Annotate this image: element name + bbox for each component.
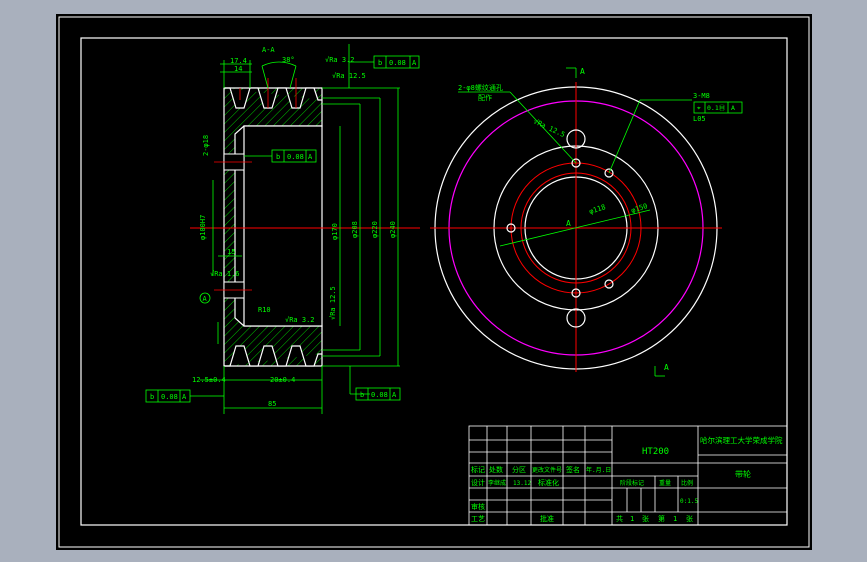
runout-frame-bottom-left: b 0.08 A [145, 389, 210, 403]
big-hole-bottom [566, 308, 586, 328]
svg-text:A: A [412, 59, 417, 67]
dim-r10: R10 [258, 306, 271, 314]
svg-text:0.08: 0.08 [287, 153, 304, 161]
m8-hole-5 [506, 223, 516, 233]
title-block [468, 425, 788, 526]
tb-r2-c3: 13.12 [513, 480, 531, 487]
roughness-1: √Ra 3.2 [325, 56, 355, 64]
tb-sheets-2: 1 [630, 515, 634, 523]
section-mark-top: A [580, 67, 585, 76]
runout-frame-mid: b 0.08 A [271, 149, 317, 163]
tb-scale: 0:1.5 [680, 498, 698, 505]
section-view: A-A 17.4 14 38° √Ra 3.2 √Ra 12.5 2-φ18 φ… [145, 44, 420, 414]
datum-a-label: A [203, 295, 208, 303]
tb-r1-c2: 处数 [489, 465, 503, 474]
datum-a-circle [199, 292, 211, 304]
bottom-grooves [224, 345, 322, 367]
dim-phi100: φ100H7 [199, 215, 207, 240]
svg-text:b: b [276, 153, 280, 161]
tb-r3-c1: 审核 [471, 502, 485, 511]
dim-17-4: 17.4 [230, 57, 247, 65]
svg-text:0.08: 0.08 [371, 391, 388, 399]
m8-hole-2 [571, 288, 581, 298]
svg-text:b: b [378, 59, 382, 67]
dim-phi208: φ208 [351, 221, 359, 238]
tb-sheets-4: 第 [658, 514, 665, 523]
note-holes-2: 配作 [478, 93, 492, 102]
dim-angle: 38° [282, 56, 295, 64]
tb-r2-c2: 李继成 [488, 479, 506, 487]
front-view: A A 2-φ8螺纹通孔 配作 3-M8 L05 √Ra 12.5 A φ118… [430, 67, 743, 377]
tb-r1-c6: 年.月.日 [586, 466, 611, 474]
section-label: A-A [262, 46, 275, 54]
roughness-2: √Ra 12.5 [332, 72, 366, 80]
dim-20: 20±0.4 [270, 376, 295, 384]
pulley-section-hatch [223, 87, 323, 367]
tb-r4-c1: 工艺 [471, 515, 485, 523]
bore-area [243, 125, 323, 327]
runout-frame-top: b 0.08 A [373, 55, 420, 69]
tb-sheets-6: 张 [686, 514, 693, 523]
m8-tolerance-frame: ⌖ 0.1Ⓜ A [693, 101, 743, 114]
tb-sheets-1: 共 [616, 514, 623, 523]
svg-text:b: b [150, 393, 154, 401]
tb-weight: 重量 [659, 479, 671, 487]
m8-hole-3 [604, 168, 614, 178]
note-m8-depth: L05 [693, 115, 706, 123]
svg-text:A: A [731, 104, 735, 112]
roughness-3: √Ra 1.6 [210, 270, 240, 278]
svg-text:A: A [182, 393, 187, 401]
dim-14: 14 [234, 65, 242, 73]
tb-r2-c1: 设计 [471, 478, 485, 487]
svg-text:b: b [360, 391, 364, 399]
m8-hole-4 [604, 279, 614, 289]
dim-15: 15 [227, 248, 235, 256]
tb-sheets-3: 张 [642, 514, 649, 523]
svg-text:⌖: ⌖ [697, 104, 701, 112]
tb-part-name: 带轮 [735, 469, 751, 479]
note-holes: 2-φ8螺纹通孔 [458, 83, 503, 92]
tb-r1-c4: 更改文件号 [532, 466, 562, 474]
dim-85: 85 [268, 400, 276, 408]
dim-2-phi18: 2-φ18 [202, 135, 210, 156]
tb-material: HT200 [642, 447, 669, 457]
tb-stage-mark: 阶段标记 [620, 479, 644, 487]
top-grooves [224, 87, 322, 109]
svg-text:0.08: 0.08 [389, 59, 406, 67]
svg-text:A: A [308, 153, 313, 161]
tb-r1-c3: 分区 [512, 465, 526, 474]
runout-frame-bottom-right: b 0.08 A [355, 387, 401, 401]
svg-text:A: A [392, 391, 397, 399]
dim-phi220: φ220 [371, 221, 379, 238]
sheet-frame [80, 37, 788, 526]
svg-text:0.1Ⓜ: 0.1Ⓜ [707, 104, 726, 112]
tb-school: 哈尔滨理工大学荣成学院 [700, 435, 783, 445]
drawing-canvas-bg [56, 14, 812, 550]
m8-hole-1 [571, 158, 581, 168]
section-mark-bottom: A [664, 363, 669, 372]
dim-12-5: 12.5±0.4 [192, 376, 226, 384]
canvas-inner-border [58, 16, 810, 548]
tb-sheets-5: 1 [673, 515, 677, 523]
tb-r4-c3: 批准 [540, 514, 554, 523]
dim-phi170: φ170 [331, 223, 339, 240]
note-m8: 3-M8 [693, 92, 710, 100]
roughness-5: √Ra 12.5 [329, 286, 337, 320]
front-center-label: A [566, 219, 571, 228]
tb-scale-label: 比例 [681, 479, 693, 487]
svg-text:0.08: 0.08 [161, 393, 178, 401]
big-hole-top [566, 129, 586, 149]
tb-r1-c5: 签名 [566, 465, 580, 474]
tb-r1-c1: 标记 [471, 465, 485, 474]
roughness-4: √Ra 3.2 [285, 316, 315, 324]
tb-r2-c4: 标准化 [538, 478, 559, 487]
dim-phi240: φ240 [389, 221, 397, 238]
